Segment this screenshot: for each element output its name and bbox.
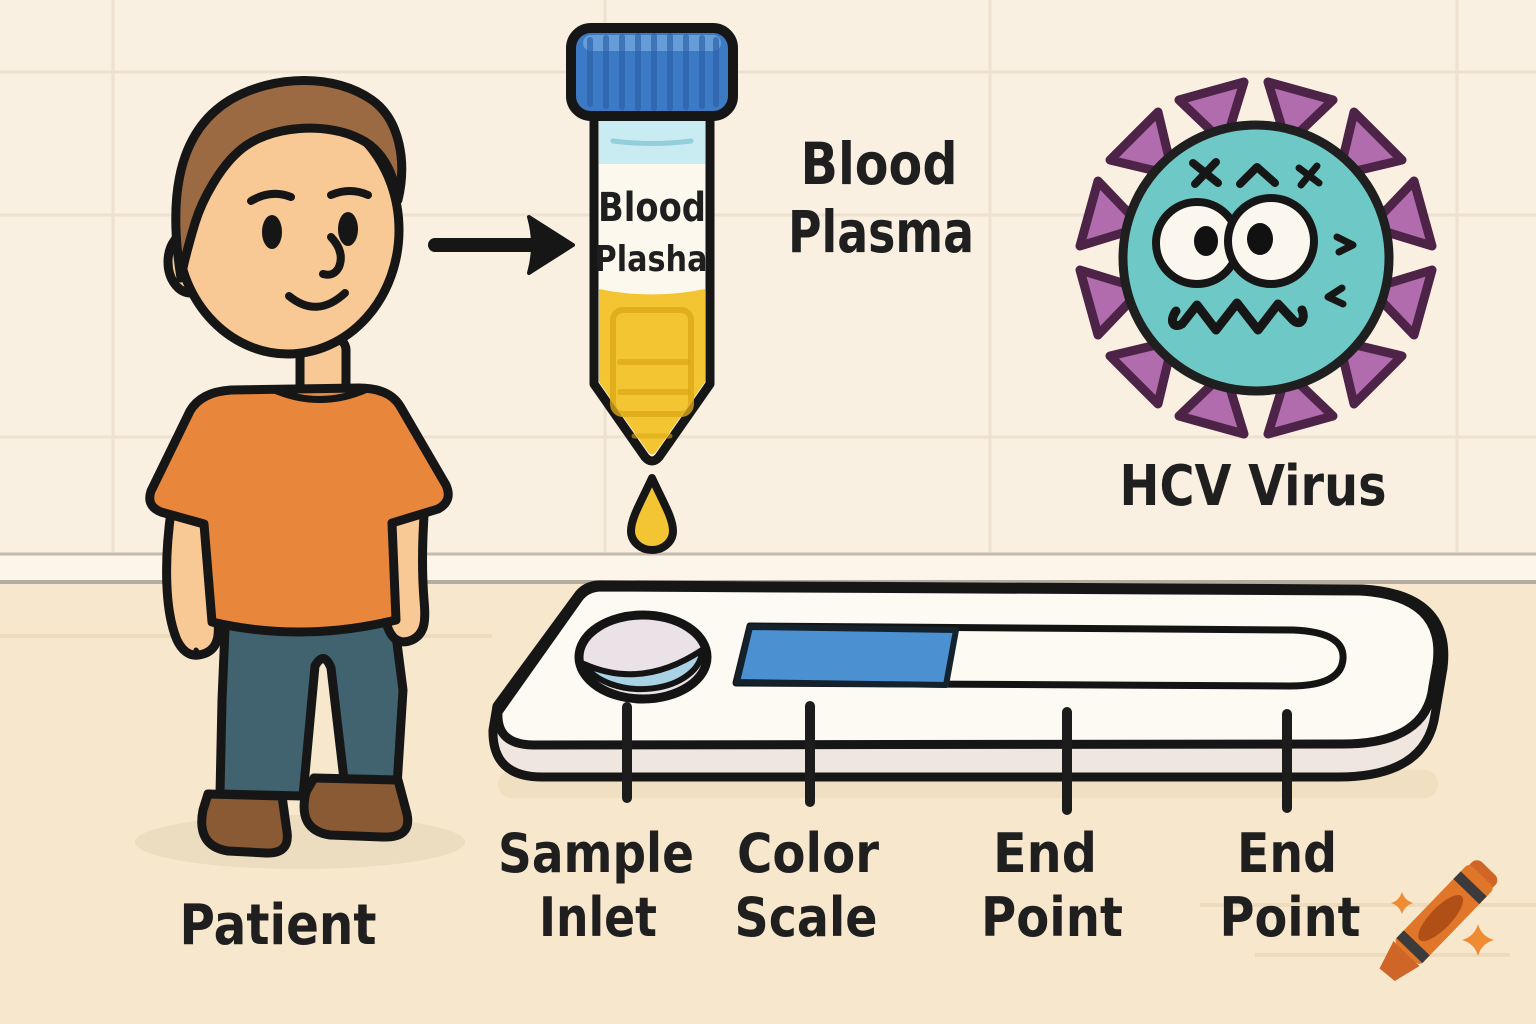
heading-blood-plasma: Blood Plasma: [788, 130, 974, 266]
crayon-tip: [1379, 940, 1420, 981]
callout-end-point2-line2: Point: [1220, 886, 1361, 949]
crayon-icon: [1379, 860, 1498, 981]
callout-end-point2-line1: End: [1237, 822, 1337, 885]
virus-spike: [1334, 336, 1407, 409]
arrow-right-icon: [428, 215, 575, 275]
arrow-head: [527, 215, 575, 275]
virus-spike: [1105, 107, 1178, 180]
patient-left-eye: [262, 215, 282, 249]
virus-cheek-marks: [1324, 233, 1357, 308]
virus-spike: [1105, 336, 1178, 409]
patient-shadow: [135, 815, 465, 869]
crayon-stripe-top: [1453, 871, 1487, 905]
patient-eyebrows: [247, 187, 372, 205]
crayon-oval: [1418, 895, 1464, 942]
plasma-texture: [610, 307, 694, 439]
plasma-tube: Blood Plasha: [566, 23, 738, 554]
callout-labels: Sample Inlet Color Scale End Point End P…: [498, 822, 1361, 949]
callout-color-scale-line1: Color: [737, 822, 879, 885]
patient-nose: [319, 233, 345, 279]
virus-wavy-mouth: [1167, 298, 1308, 335]
virus-spike: [1334, 107, 1407, 180]
patient-smile: [285, 289, 349, 311]
callout-end-point1-line2: Point: [981, 886, 1123, 949]
patient-right-eye: [338, 212, 358, 246]
heading-line2: Plasma: [788, 198, 974, 266]
virus-label: HCV Virus: [1120, 454, 1387, 519]
patient-label: Patient: [180, 893, 377, 958]
shirt-collar-line: [273, 385, 371, 403]
plasma-drop: [627, 474, 677, 554]
patient-left-shoe: [197, 789, 292, 858]
callout-color-scale-line2: Scale: [735, 886, 878, 949]
cap-ridges: [587, 33, 719, 111]
crayon-butt: [1468, 860, 1498, 889]
virus-left-pupil: [1194, 226, 1218, 256]
patient-figure: [145, 76, 453, 858]
virus-caret-mark: [1236, 163, 1279, 188]
patient-hair: [171, 76, 407, 283]
tube-label-line2: Plasha: [595, 239, 708, 280]
color-scale-pad: [734, 624, 959, 688]
serum-detail-line: [610, 138, 694, 146]
patient-shirt: [145, 383, 453, 637]
virus-right-pupil: [1247, 223, 1273, 255]
callout-tick-lines: [622, 701, 1292, 815]
crayon-stripe-bottom: [1396, 930, 1430, 964]
callout-sample-inlet-line2: Inlet: [539, 886, 657, 949]
hcv-virus-figure: [1075, 77, 1437, 439]
patient-right-shoe: [299, 773, 413, 842]
virus-x-mark-right: [1295, 162, 1323, 189]
sparkle-icon: [1390, 891, 1414, 915]
tube-label-line1: Blood: [598, 185, 706, 231]
test-cassette: [488, 580, 1449, 815]
callout-sample-inlet-line1: Sample: [498, 822, 694, 885]
heading-line1: Blood: [801, 130, 958, 198]
callout-end-point1-line1: End: [993, 822, 1097, 885]
sparkle-icon: [1462, 924, 1494, 956]
finger-lines: [179, 633, 410, 658]
virus-x-mark-left: [1189, 158, 1222, 188]
sample-well-liquid: [581, 647, 706, 693]
